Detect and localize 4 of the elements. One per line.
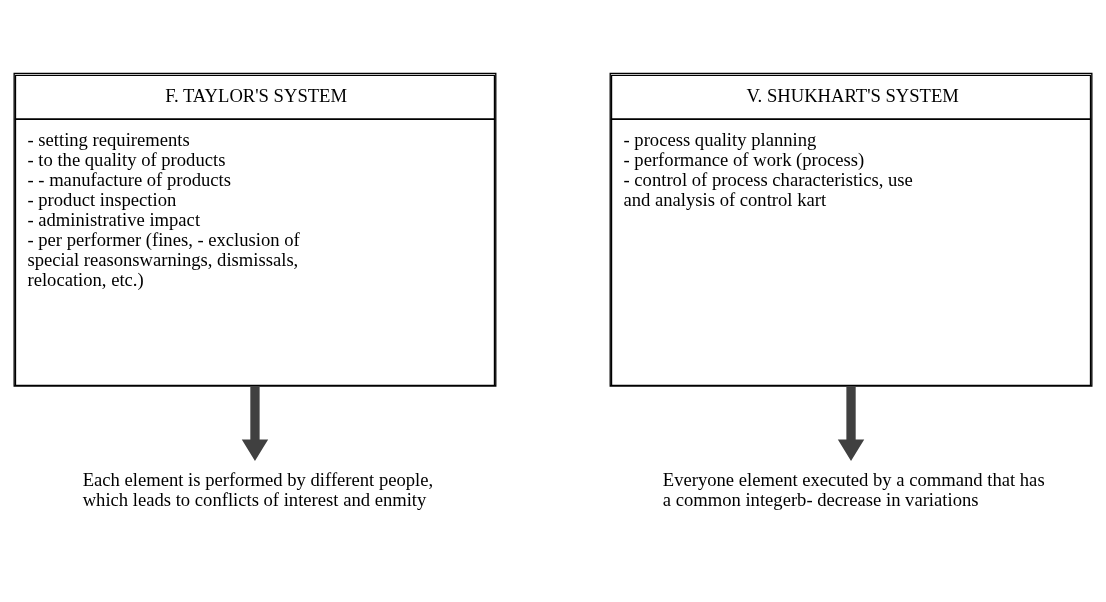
node-text: Each element is performed by different people, which leads to conflicts of interest and enmity — [82, 468, 434, 510]
node-text: Everyone element executed by a command that has a common integerb- decrease in variations — [662, 468, 1045, 510]
arrow — [241, 385, 269, 461]
arrow — [837, 385, 865, 461]
